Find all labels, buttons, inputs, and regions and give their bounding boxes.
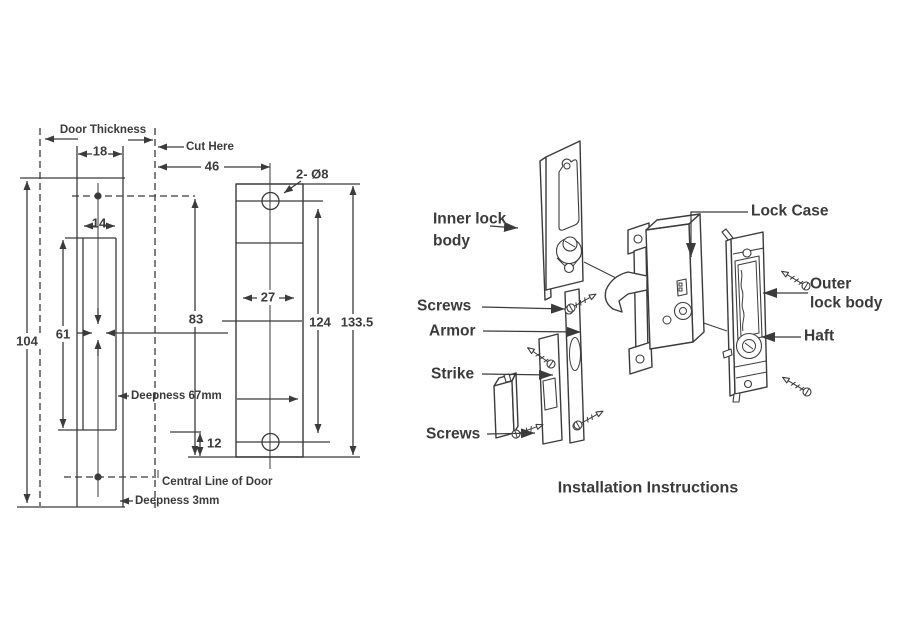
dust-box-side <box>511 372 519 434</box>
outer-body-bottom-pin <box>732 392 741 403</box>
strike-latch-hole <box>542 377 558 411</box>
inner-body-boss-tail <box>563 262 575 274</box>
dim-133-5-value: 133.5 <box>341 315 374 330</box>
lock-case-bottom-tab-hole <box>635 354 645 364</box>
outer-body-bottom-band-2 <box>735 371 768 379</box>
dim-124-value: 124 <box>309 315 331 330</box>
lock-case-front-hole <box>662 315 672 325</box>
lock-case-arrow <box>686 211 748 257</box>
dust-box <box>493 372 519 439</box>
outer-lock-body <box>721 228 768 403</box>
gap-104 <box>13 333 41 349</box>
dim-14-value: 14 <box>92 216 107 231</box>
holes-callout-arrow <box>283 180 302 194</box>
outer-top-screw <box>778 267 813 293</box>
outer-body-bottom-screw-hole <box>743 379 753 389</box>
gap-133-5 <box>338 314 376 330</box>
screws-top-arrow <box>481 303 566 314</box>
inner-lock-body-label-line1: Inner lock <box>433 211 507 228</box>
gap-83 <box>182 311 210 327</box>
inner-body-escutcheon-cutout <box>558 158 580 231</box>
inner-body-tab-hole <box>563 162 571 170</box>
exploded-diagram: Inner lock body Screws Armor Strike Scre… <box>417 140 883 497</box>
inner-lock-body-arrow <box>489 222 519 232</box>
outer-bottom-screw <box>779 373 814 399</box>
lock-case-latch-hook <box>604 271 648 313</box>
inner-body-boss-side-left <box>556 257 566 267</box>
screws-top-label: Screws <box>417 298 471 315</box>
screws-bottom-label: Screws <box>426 426 480 443</box>
lock-case-spindle-boss <box>673 301 693 321</box>
keeper-hole-2 <box>678 287 683 292</box>
haft-label: Haft <box>804 328 834 345</box>
armor-oval-slot <box>569 337 581 371</box>
holes-callout-label: 2- Ø8 <box>296 167 329 182</box>
armor-label: Armor <box>429 323 476 340</box>
lock-case-spindle-hole <box>679 307 687 315</box>
dimension-drawing: Door Thickness Cut Here 18 14 61 104 46 … <box>13 124 376 508</box>
outer-body-top-screw-hole <box>742 248 752 258</box>
dim-12-value: 12 <box>207 436 221 451</box>
gap-27 <box>257 290 279 305</box>
cut-here-label: Cut Here <box>186 141 234 153</box>
gap-46 <box>201 159 224 174</box>
dim-83-value: 83 <box>189 312 203 327</box>
central-line-label: Central Line of Door <box>162 476 273 488</box>
door-thickness-label: Door Thickness <box>60 124 146 136</box>
outer-body-door-edge-squiggle <box>740 269 745 332</box>
lock-case-mounting-bar <box>633 246 649 357</box>
outer-lock-body-label-line1: Outer <box>810 276 851 293</box>
deepness-67-label: Deepness 67mm <box>131 390 222 402</box>
lock-case-top-tab-hole <box>633 234 643 244</box>
inner-lock-body-label-line2: body <box>433 233 470 250</box>
armor-plate <box>564 288 585 444</box>
armor-arrow <box>482 326 582 337</box>
dim-46-value: 46 <box>205 159 219 174</box>
strike-plate <box>538 333 563 445</box>
inner-body-screw-slot <box>564 240 576 248</box>
dim-61-value: 61 <box>56 327 70 342</box>
outer-body-side-tab <box>722 348 733 359</box>
installation-instructions-caption: Installation Instructions <box>558 480 739 497</box>
faceplate-top-hole <box>261 191 280 211</box>
lock-case-label: Lock Case <box>751 203 829 220</box>
dim-18-value: 18 <box>93 144 107 159</box>
dust-box-front <box>493 380 515 439</box>
gap-61 <box>50 326 76 342</box>
lock-case <box>604 213 705 375</box>
outer-lock-body-label-line2: lock body <box>810 295 883 312</box>
outer-body-bottom-band-1 <box>734 360 767 368</box>
inner-body-boss-side-right <box>572 255 582 267</box>
deepness-3-label: Deepness 3mm <box>135 495 219 507</box>
dim-104-value: 104 <box>16 334 38 349</box>
outer-body-cutout-inner <box>737 260 760 338</box>
dim-27-value: 27 <box>261 290 275 305</box>
strike-arrow <box>481 369 554 380</box>
inner-lock-body <box>539 140 584 301</box>
strike-label: Strike <box>431 366 474 383</box>
screws-bottom-arrow <box>486 428 536 439</box>
haft-knob-inner <box>742 339 756 353</box>
keeper-hole-1 <box>678 282 683 287</box>
haft-slot <box>744 342 754 350</box>
gap-124 <box>305 314 335 330</box>
